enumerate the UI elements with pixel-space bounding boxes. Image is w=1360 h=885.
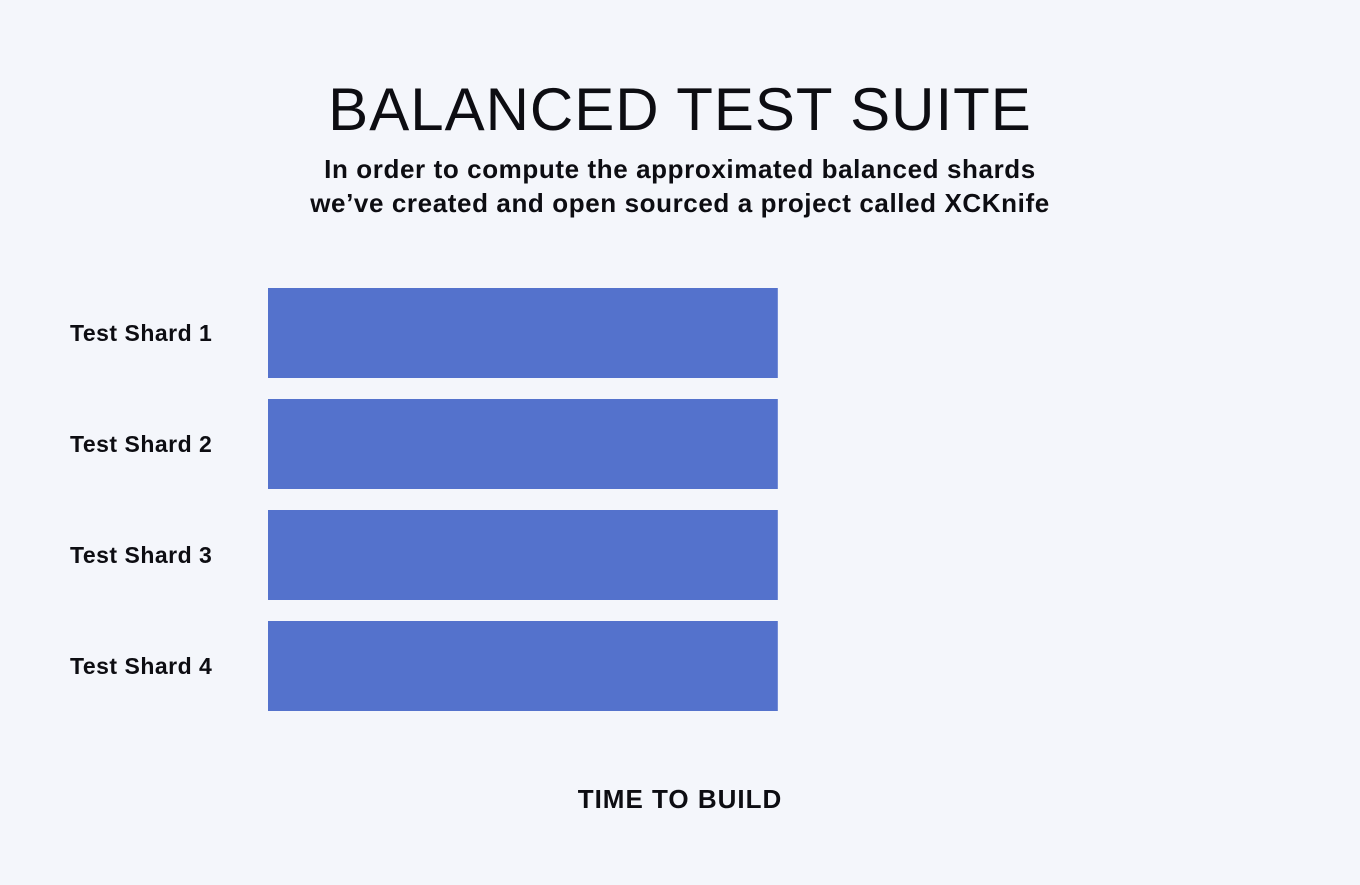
category-label-2: Test Shard 2 xyxy=(70,431,212,457)
bar-test-shard-3 xyxy=(268,510,778,600)
subtitle-line-2: we’ve created and open sourced a project… xyxy=(310,188,1050,218)
category-label-3: Test Shard 3 xyxy=(70,542,212,568)
bar-test-shard-1 xyxy=(268,288,778,378)
category-label-1: Test Shard 1 xyxy=(70,320,212,346)
chart-subtitle: In order to compute the approximated bal… xyxy=(0,152,1360,220)
chart-title: BALANCED TEST SUITE xyxy=(328,76,1032,143)
bar-test-shard-2 xyxy=(268,399,778,489)
category-label-4: Test Shard 4 xyxy=(70,653,212,679)
subtitle-line-1: In order to compute the approximated bal… xyxy=(324,154,1036,184)
x-axis-label: TIME TO BUILD xyxy=(577,784,783,814)
bar-test-shard-4 xyxy=(268,621,778,711)
